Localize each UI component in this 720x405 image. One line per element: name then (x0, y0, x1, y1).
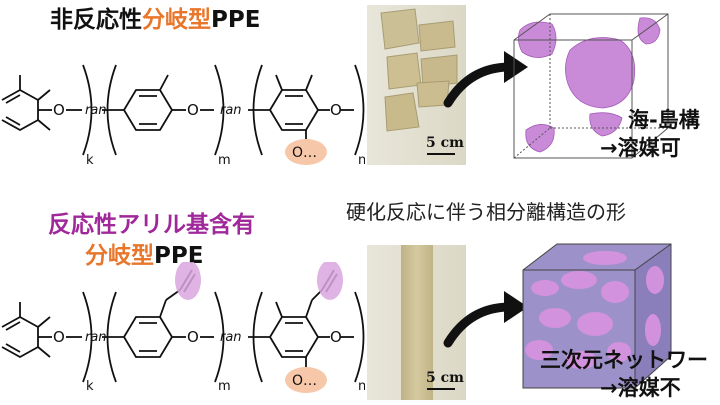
bottom-allyl-highlight-1 (175, 262, 201, 300)
svg-text:O: O (53, 101, 65, 119)
svg-text:m: m (218, 153, 231, 168)
top-film-photo: 5 cm (367, 5, 466, 165)
phase-separation-caption: 硬化反応に伴う相分離構造の形 (346, 200, 626, 224)
network-blob (561, 271, 597, 289)
network-blob (607, 342, 631, 362)
bottom-scale-bar: 5 cm (426, 370, 464, 386)
svg-text:m: m (218, 379, 231, 394)
top-scale-bar: 5 cm (426, 135, 464, 151)
top-result-line1: 海-島構 (628, 108, 700, 132)
bottom-title-line1: 反応性アリル基含有 (48, 212, 255, 238)
svg-text:O: O (330, 101, 342, 119)
top-sea-island-cube (513, 13, 669, 159)
network-blob (565, 351, 597, 369)
bottom-allyl-highlight-2 (317, 262, 343, 300)
svg-text:O: O (53, 328, 65, 346)
svg-text:n: n (358, 379, 365, 394)
svg-text:ran: ran (220, 330, 242, 345)
network-blob (525, 340, 553, 360)
top-result-line2: →溶媒可 (600, 136, 681, 160)
top-title: 非反応性分岐型PPE (50, 7, 261, 33)
bottom-network-cube (522, 243, 672, 389)
network-blob (583, 251, 627, 265)
svg-text:ran: ran (220, 103, 242, 118)
network-blob (531, 280, 559, 296)
bottom-result-line2: →溶媒不 (600, 376, 681, 400)
network-blob (601, 281, 629, 303)
bottom-title-line2: 分岐型PPE (85, 243, 204, 269)
svg-text:ran: ran (85, 330, 107, 345)
network-blob (577, 312, 613, 336)
svg-text:O…: O… (292, 145, 317, 161)
svg-text:O: O (187, 328, 199, 346)
island-blob (525, 124, 555, 153)
svg-text:k: k (86, 153, 94, 168)
bottom-arrow-icon (443, 291, 528, 348)
network-blob (645, 314, 661, 346)
network-blob (539, 308, 571, 328)
island-blob (565, 37, 636, 109)
top-highlight (285, 139, 327, 165)
svg-text:n: n (358, 153, 365, 168)
top-structure: O k ran O m ran O n O… (1, 64, 365, 168)
svg-text:O…: O… (292, 373, 317, 389)
bottom-result-line1: 三次元ネットワー (540, 348, 708, 372)
svg-text:k: k (86, 379, 94, 394)
svg-text:ran: ran (85, 103, 107, 118)
bottom-film-photo: 5 cm (367, 245, 466, 400)
bottom-film-strip (401, 245, 433, 400)
svg-text:O: O (187, 101, 199, 119)
network-blob (646, 266, 664, 294)
bottom-highlight (285, 367, 327, 393)
bottom-structure: O k ran O m ran O n O… (1, 262, 365, 394)
top-arrow-icon (443, 51, 528, 108)
svg-text:O: O (330, 328, 342, 346)
